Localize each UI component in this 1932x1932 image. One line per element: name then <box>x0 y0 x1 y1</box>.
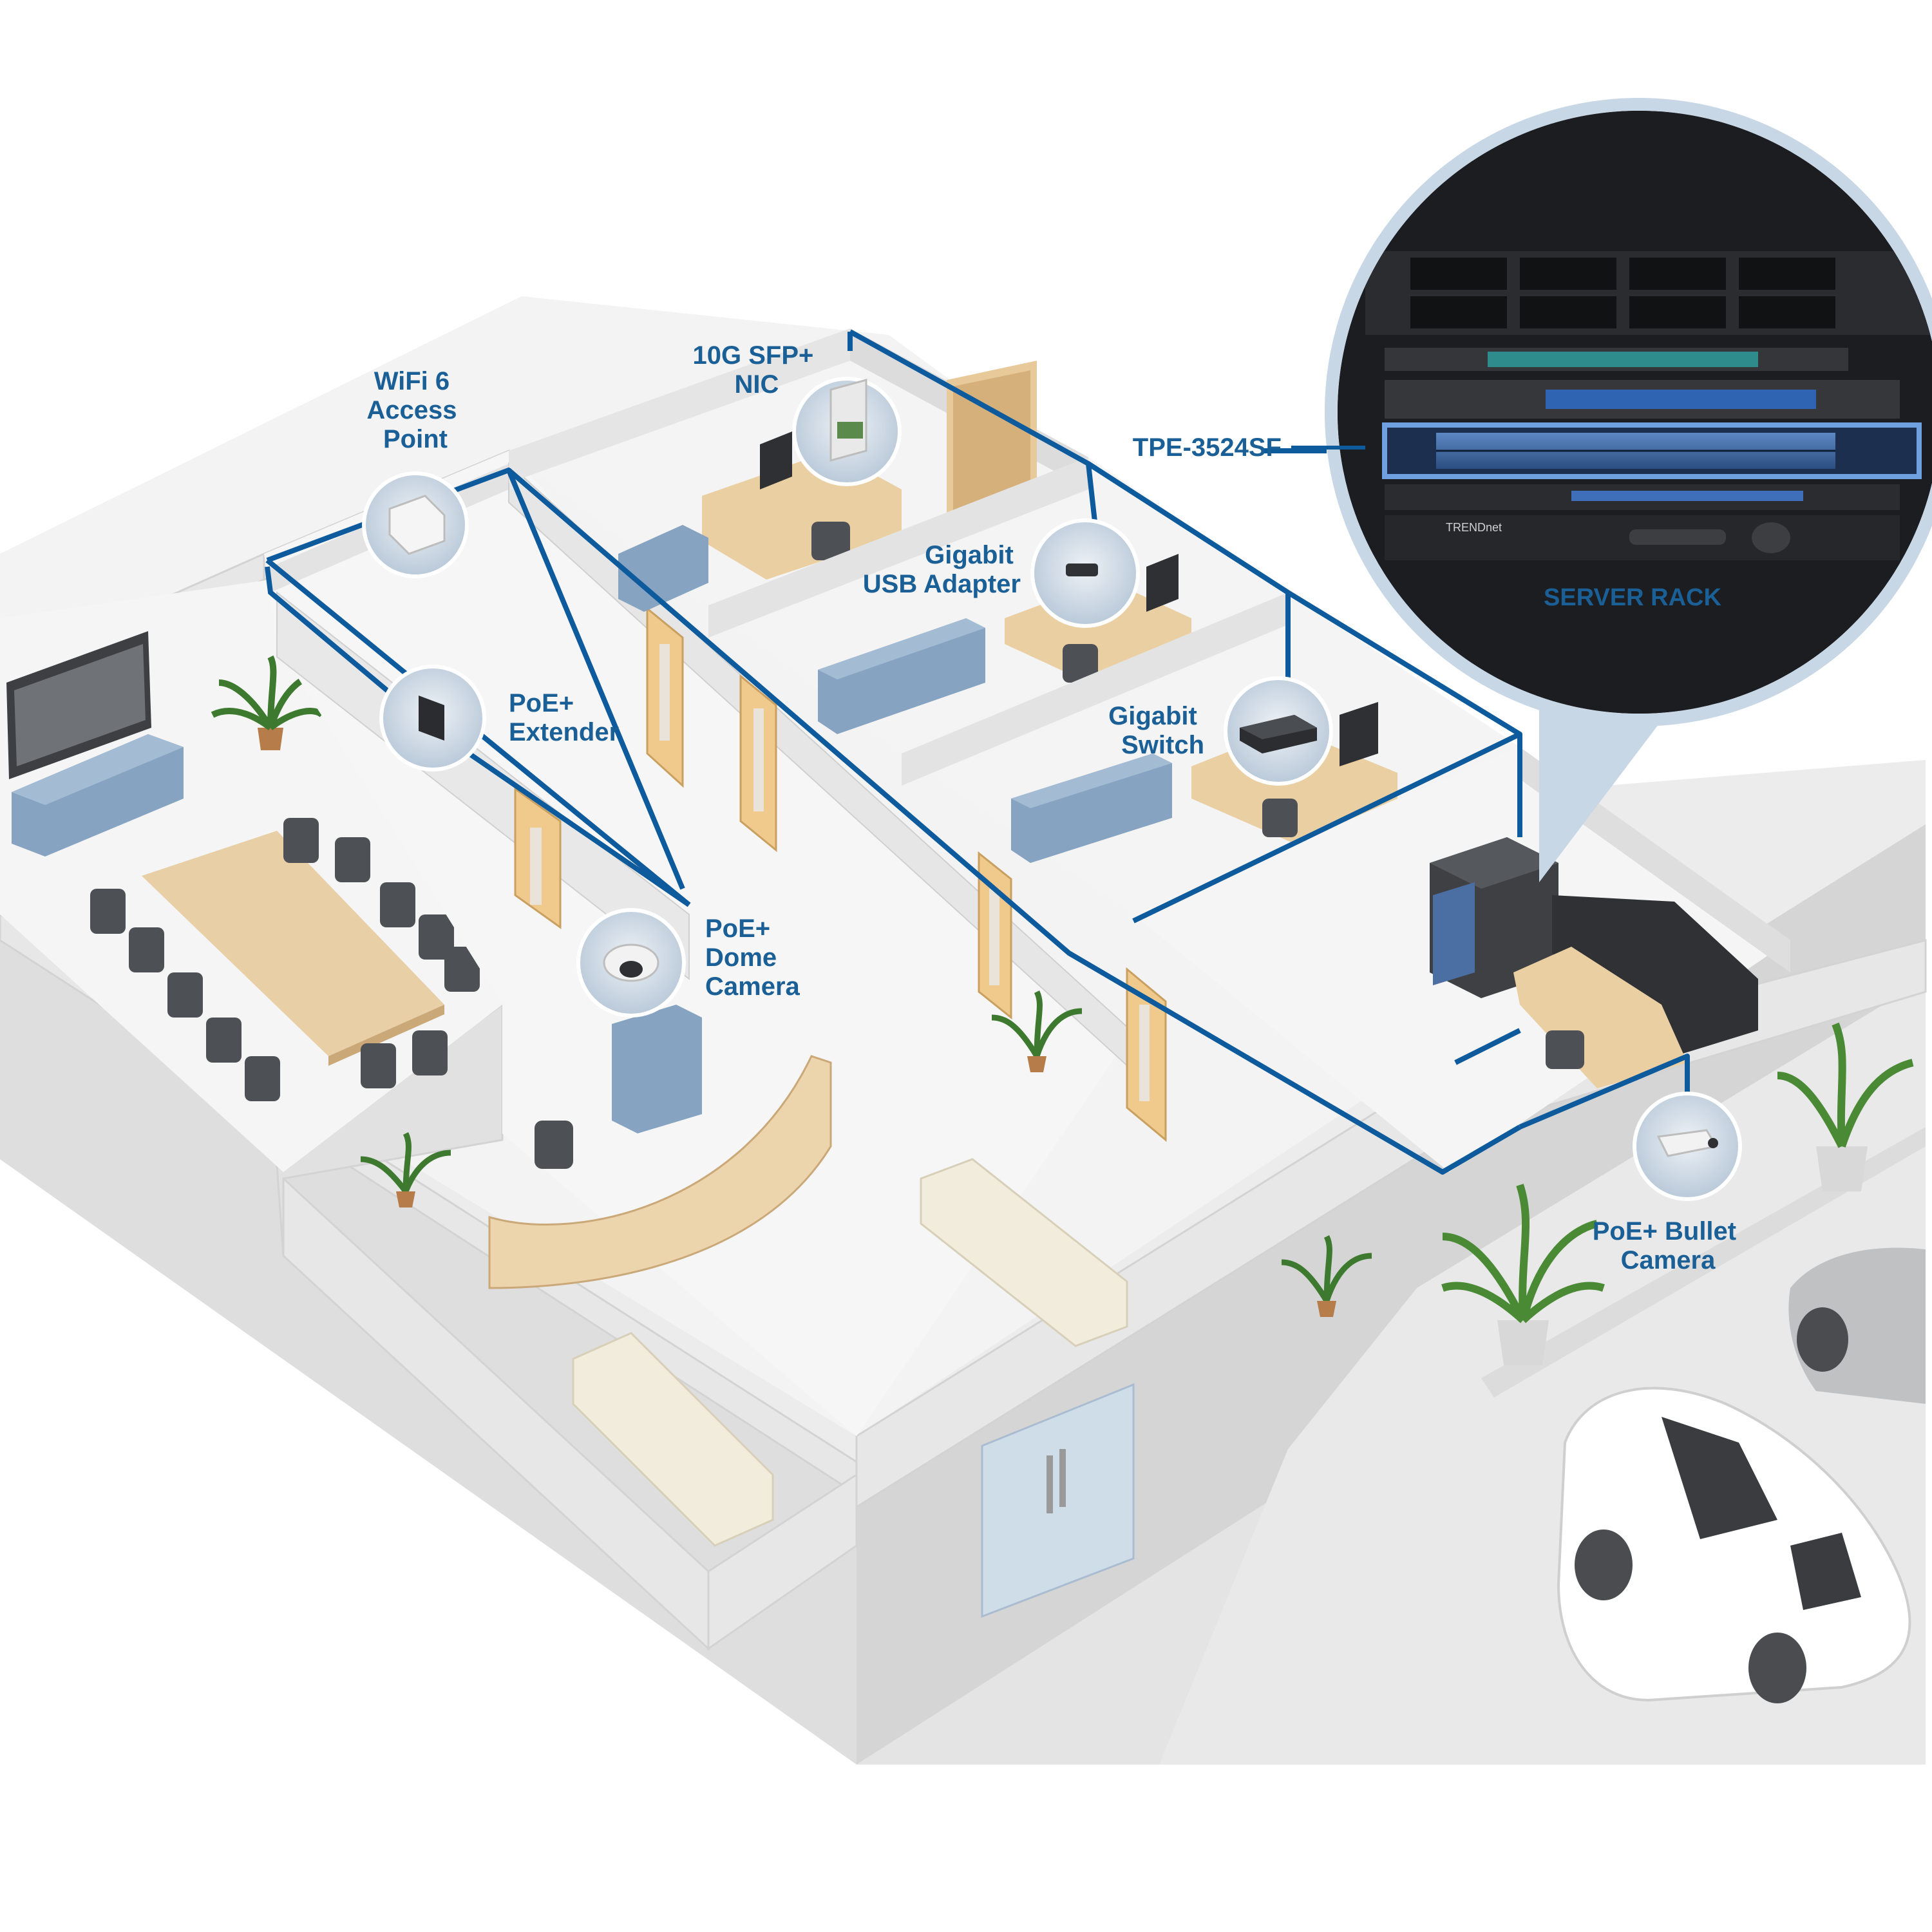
poe-extender-icon <box>419 696 444 741</box>
label-server-rack: SERVER RACK <box>1544 584 1721 611</box>
wall-tv <box>6 631 151 779</box>
label-switch-model: TPE-3524SF <box>1133 433 1282 462</box>
server-rack-callout: TRENDnet <box>1325 98 1932 882</box>
conference-chairs <box>90 818 480 1101</box>
rack-closeup: TRENDnet <box>1338 111 1932 714</box>
sfp-nic-bubble[interactable] <box>792 377 902 486</box>
server-room <box>1133 747 1790 1172</box>
label-wifi-access-point: WiFi 6 Access Point <box>366 367 464 453</box>
office-switch <box>902 592 1520 914</box>
nic-card-icon <box>837 422 863 439</box>
office-usb <box>708 457 1288 753</box>
label-poe-extender: PoE+ Extender <box>509 689 619 746</box>
lobby-plants <box>360 990 1372 1303</box>
rack-brand-label: TRENDnet <box>1446 521 1502 534</box>
wifi-access-point-bubble[interactable] <box>362 471 469 578</box>
cars <box>1557 1247 1926 1703</box>
device-bubbles <box>362 377 1742 1201</box>
label-sfp-nic: 10G SFP+ NIC <box>693 341 821 399</box>
label-usb-adapter: Gigabit USB Adapter <box>863 541 1021 598</box>
network-cables-extra <box>265 566 1521 1065</box>
access-point-icon <box>388 495 446 555</box>
outdoor-plants <box>1441 1022 1914 1365</box>
sofas <box>572 1158 1128 1547</box>
gigabit-switch-bubble[interactable] <box>1224 676 1333 786</box>
dome-camera-bubble[interactable] <box>576 908 686 1018</box>
conference-room <box>0 580 502 1172</box>
lobby <box>360 990 1372 1547</box>
server-rack-cabinet <box>1430 837 1558 998</box>
label-dome-camera: PoE+ Dome Camera <box>705 914 800 1001</box>
label-bullet-camera: PoE+ Bullet Camera <box>1593 1217 1744 1274</box>
labels: WiFi 6 Access Point 10G SFP+ NIC Gigabit… <box>366 341 1744 1274</box>
usb-adapter-icon <box>1066 564 1098 576</box>
plant <box>211 655 325 750</box>
bullet-camera-bubble[interactable] <box>1633 1092 1742 1201</box>
usb-adapter-bubble[interactable] <box>1030 518 1140 628</box>
office-nic <box>509 328 1088 612</box>
label-gigabit-switch: Gigabit Switch <box>1108 702 1204 759</box>
poe-extender-bubble[interactable] <box>379 665 486 772</box>
